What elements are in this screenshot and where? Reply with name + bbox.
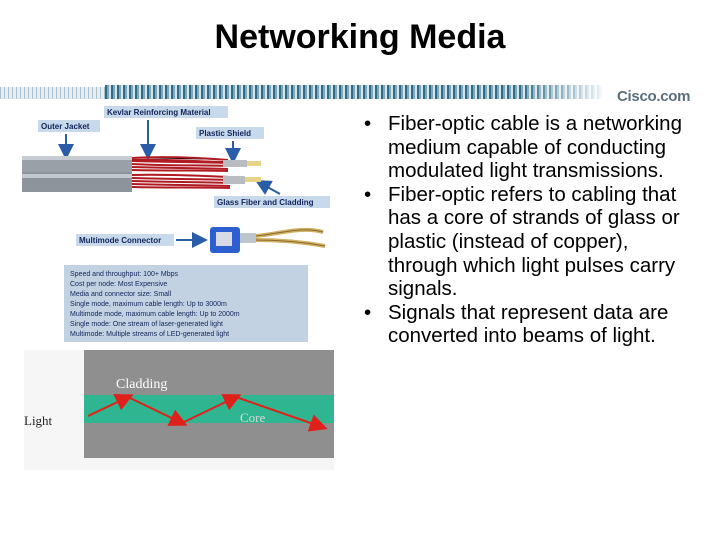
bullet-text: Signals that represent data are converte…	[388, 300, 669, 348]
slide-title: Networking Media	[214, 18, 506, 56]
banner-main-stripes	[105, 85, 603, 99]
cladding-label: Cladding	[116, 377, 167, 392]
spec-line: Single mode: One stream of laser-generat…	[70, 321, 223, 328]
kevlar-strands-bottom	[131, 173, 231, 189]
cladding-top	[84, 350, 334, 395]
connector-label-box	[76, 234, 174, 246]
bullet-text: Fiber-optic cable is a networking medium…	[388, 112, 682, 183]
glass-fiber-label-box	[214, 196, 330, 208]
cladding-bottom	[84, 423, 334, 458]
spec-lines: Speed and throughput: 100+ Mbps Cost per…	[70, 271, 240, 338]
bullet-list: • Fiber-optic cable is a networking mediu…	[358, 112, 698, 348]
plastic-shield-label: Plastic Shield	[199, 129, 251, 138]
spec-line: Multimode: Multiple streams of LED-gener…	[70, 331, 229, 338]
cisco-logo[interactable]: Cisco.com	[617, 88, 691, 105]
bullet-marker: •	[364, 112, 372, 135]
glass-fiber-arrow	[255, 180, 281, 195]
glass-fiber-label: Glass Fiber and Cladding	[217, 198, 314, 207]
bullet-item: • Fiber-optic cable is a networking mediu…	[358, 112, 698, 183]
fiber-cable-diagram: Outer Jacket Kevlar Reinforcing Material…	[22, 106, 330, 342]
header-banner	[0, 83, 720, 103]
spec-table	[64, 265, 308, 342]
outer-jacket-label: Outer Jacket	[41, 122, 90, 131]
core-label: Core	[240, 410, 266, 425]
spec-line: Media and connector size: Small	[70, 291, 172, 298]
spec-line: Speed and throughput: 100+ Mbps	[70, 271, 179, 278]
bullet-item: • Fiber-optic refers to cabling that has …	[358, 183, 698, 301]
banner-fade	[520, 85, 610, 99]
spec-line: Cost per node: Most Expensive	[70, 281, 167, 288]
outer-jacket-label-box	[38, 120, 100, 132]
kevlar-strands-top	[131, 156, 229, 172]
light-path	[87, 394, 328, 432]
plastic-shield-label-box	[196, 127, 264, 139]
light-core-diagram: Cladding Light Core	[24, 350, 334, 470]
spec-line: Multimode mode, maximum cable length: Up…	[70, 311, 240, 318]
spec-line: Single mode, maximum cable length: Up to…	[70, 301, 227, 308]
bullet-marker: •	[364, 182, 372, 206]
bullet-item: • Signals that represent data are convert…	[358, 301, 698, 348]
multimode-connector	[210, 227, 326, 253]
kevlar-label-box	[104, 106, 228, 118]
banner-left-stripes	[0, 87, 105, 99]
connector-label: Multimode Connector	[79, 236, 161, 245]
bullet-text: Fiber-optic refers to cabling that has a…	[388, 182, 680, 301]
kevlar-label: Kevlar Reinforcing Material	[107, 108, 211, 117]
bullet-marker: •	[364, 300, 372, 324]
light-label: Light	[24, 413, 53, 428]
